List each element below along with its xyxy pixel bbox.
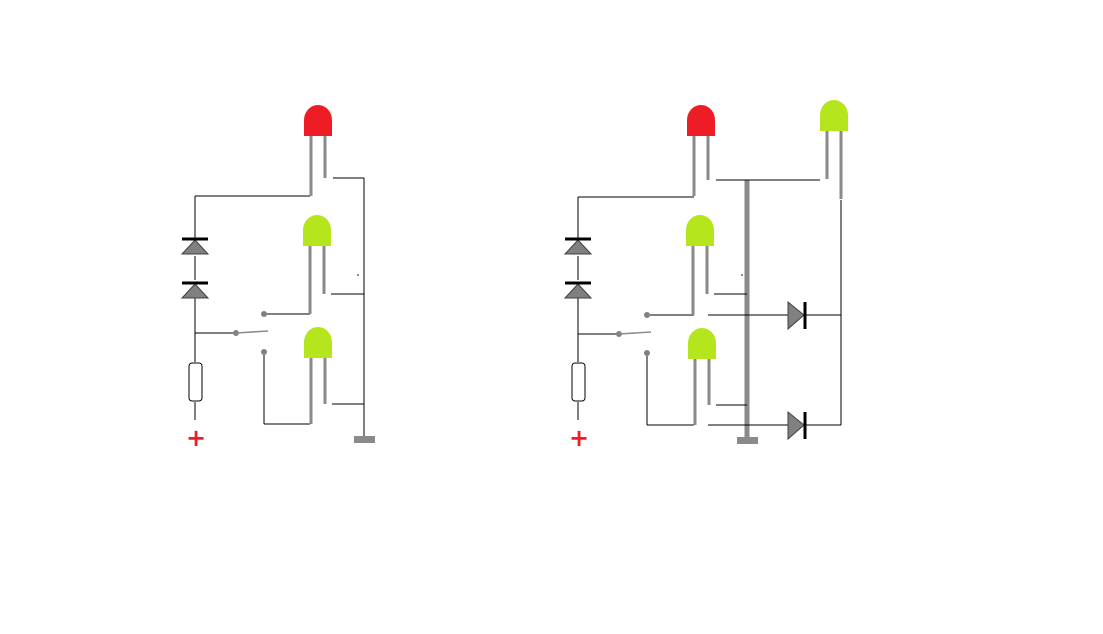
ground-icon xyxy=(737,437,758,444)
resistor-icon xyxy=(571,362,586,402)
switch-icon xyxy=(578,312,652,356)
led-green-icon xyxy=(686,215,714,315)
diode-icon xyxy=(563,281,593,299)
led-red-icon xyxy=(304,105,332,196)
diode-icon xyxy=(180,281,210,299)
right-circuit: + xyxy=(563,100,848,452)
led-green-icon xyxy=(303,215,331,314)
supply-plus-label: + xyxy=(186,424,206,452)
switch-icon xyxy=(195,311,269,355)
diode-icon xyxy=(180,237,210,255)
left-circuit: + xyxy=(180,105,375,452)
supply-plus-label: + xyxy=(569,424,589,452)
led-green-icon xyxy=(304,327,332,424)
resistor-icon xyxy=(188,362,203,402)
ground-icon xyxy=(354,436,375,443)
diode-icon xyxy=(787,300,807,331)
diode-icon xyxy=(563,237,593,255)
led-green-icon xyxy=(688,328,716,425)
led-green-icon xyxy=(820,100,848,199)
diode-icon xyxy=(787,410,807,441)
led-red-icon xyxy=(687,105,715,196)
